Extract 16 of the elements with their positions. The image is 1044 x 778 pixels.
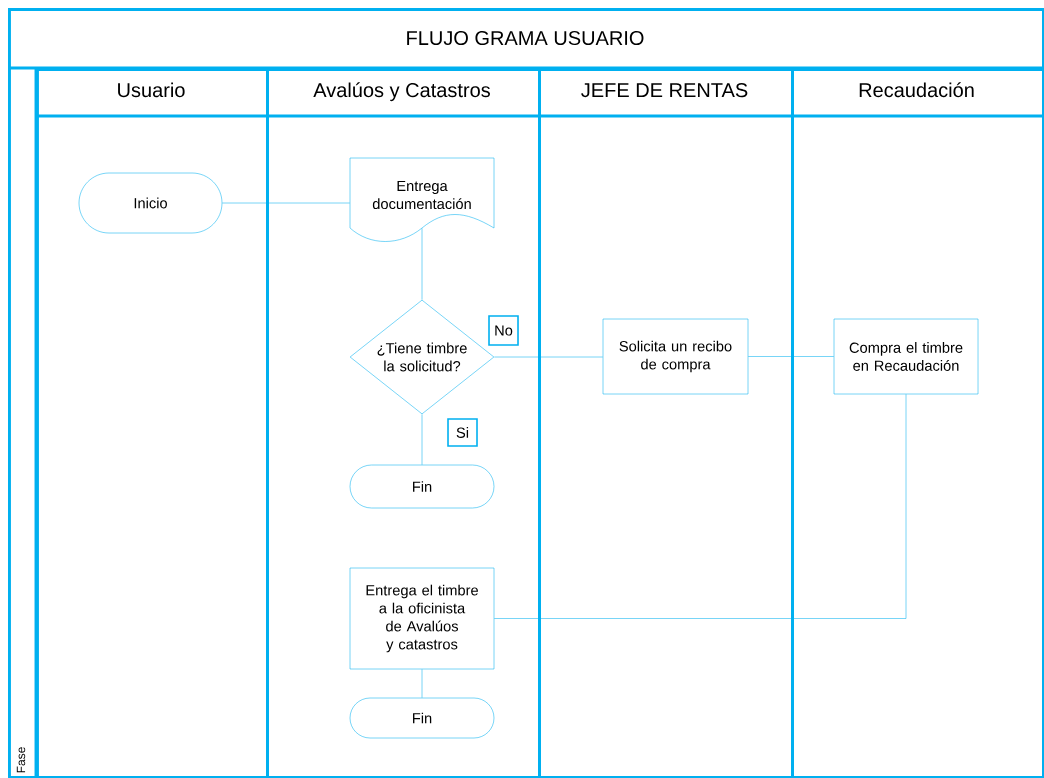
answer-tag: Si: [447, 418, 478, 447]
connector-line: [222, 202, 350, 204]
connector-line: [494, 356, 603, 358]
connector-line: [748, 356, 834, 357]
connector-line: [494, 394, 907, 619]
connector-line: [421, 228, 423, 300]
terminator: Inicio: [78, 172, 223, 234]
connector-line: [421, 669, 423, 698]
process-box: Compra el timbre en Recaudación: [833, 318, 979, 395]
phase-label: Fase: [16, 747, 26, 773]
terminator: Fin: [349, 464, 495, 509]
process-box: Entrega el timbre a la oficinista de Avalúos y catastros: [349, 567, 495, 670]
answer-tag: No: [488, 315, 519, 346]
terminator: Fin: [349, 697, 495, 739]
process-box: Solicita un recibo de compra: [602, 318, 749, 395]
connector-line: [421, 414, 423, 465]
